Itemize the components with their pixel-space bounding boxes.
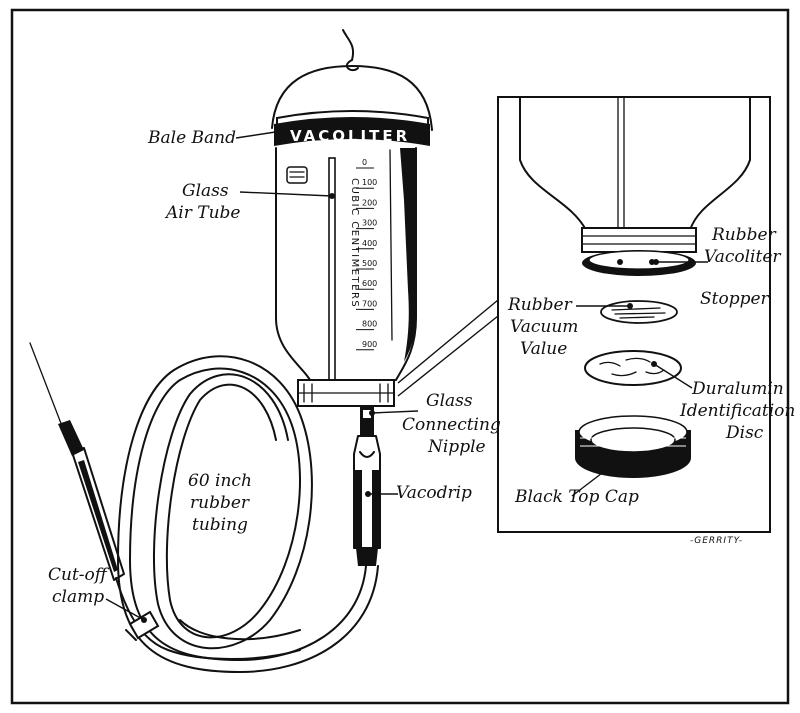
label-duralumin-3: Disc [725, 423, 764, 443]
glass-air-tube [328, 157, 336, 385]
label-nipple-2: Connecting [402, 415, 501, 435]
label-bale-band: Bale Band [147, 128, 236, 148]
hanging-string [342, 29, 354, 61]
bottle-shadow [400, 148, 416, 362]
label-vacuum-value-1: Rubber [507, 295, 573, 315]
bottle-illustration: VACOLITER CUBIC CENTIMETERS 0 100 200 300 40… [271, 29, 433, 566]
label-vacodrip: Vacodrip [396, 483, 472, 503]
label-glass-air-tube-1: Glass [182, 181, 229, 201]
scale-mark-label: 500 [362, 259, 377, 268]
artist-signature: -GERRITY- [690, 536, 743, 546]
label-tubing-3: tubing [192, 515, 248, 535]
scale-text: CUBIC CENTIMETERS [349, 178, 360, 308]
inset-thread-band [581, 227, 697, 253]
label-tubing-1: 60 inch [188, 471, 252, 491]
scale-mark-label: 800 [362, 320, 377, 329]
scale-mark-label: 300 [362, 219, 377, 228]
bottle-small-label [286, 166, 308, 184]
label-nipple-1: Glass [426, 391, 473, 411]
bottle-band-text: VACOLITER [290, 127, 410, 145]
label-glass-air-tube-2: Air Tube [164, 203, 240, 223]
label-tubing-2: rubber [190, 493, 250, 513]
scale-mark-label: 0 [362, 158, 367, 167]
bale-wire [271, 65, 433, 131]
scale-mark-label: 900 [362, 340, 377, 349]
duralumin-disc [584, 350, 682, 386]
label-duralumin-2: Identification [679, 401, 795, 421]
black-top-cap [575, 415, 691, 478]
scale-mark-label: 700 [362, 299, 377, 308]
label-nipple-3: Nipple [427, 437, 486, 457]
zoom-connector-bottom [397, 315, 499, 397]
label-clamp-2: clamp [52, 587, 104, 607]
label-duralumin-1: Duralumin [691, 379, 784, 399]
scale-marks: 0 100 200 300 400 500 600 700 800 900 [356, 158, 377, 351]
label-black-top-cap: Black Top Cap [514, 487, 639, 507]
label-clamp-1: Cut-off [48, 565, 110, 585]
inset-bottle-neck [519, 97, 587, 231]
scale-mark-label: 100 [362, 178, 377, 187]
drip-outlet [356, 548, 378, 566]
label-stopper-1: Rubber [711, 225, 777, 245]
label-stopper-3: Stopper [700, 289, 770, 309]
bale-band [274, 117, 430, 146]
needle-assembly [29, 342, 301, 660]
rubber-vacuum-disc [600, 300, 678, 324]
cutoff-clamp [128, 610, 160, 640]
zoom-connector-top [397, 299, 499, 384]
needle-adapter [71, 447, 125, 581]
label-stopper-2: Vacoliter [704, 247, 781, 267]
label-vacuum-value-3: Value [520, 339, 567, 359]
needle-hub [58, 420, 84, 456]
rubber-tubing [117, 355, 379, 673]
scale-mark-label: 600 [362, 279, 377, 288]
callout-labels: Bale Band Glass Air Tube Rubber Vacolite… [48, 128, 795, 607]
leader-lines [105, 128, 708, 623]
label-vacuum-value-2: Vacuum [510, 317, 578, 337]
scale-mark-label: 200 [362, 198, 377, 207]
exploded-view-panel: -GERRITY- [497, 96, 771, 546]
scale-mark-label: 400 [362, 239, 377, 248]
